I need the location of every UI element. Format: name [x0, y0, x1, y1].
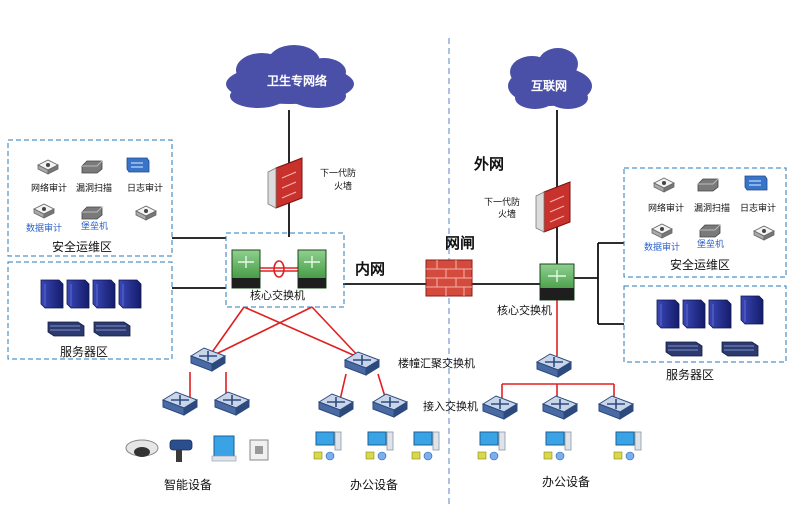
internet-cloud-label: 互联网	[531, 79, 568, 93]
smart-devices-label: 智能设备	[164, 478, 213, 492]
left-data-audit-label: 数据审计	[26, 224, 63, 234]
left-vuln-scan-label: 漏洞扫描	[76, 184, 113, 194]
extranet-label: 外网	[474, 155, 505, 173]
left-office-devices-label: 办公设备	[350, 478, 399, 492]
left-firewall-label-line1: 下一代防	[320, 169, 357, 179]
right-server-zone-title: 服务器区	[666, 368, 715, 382]
right-network-audit-label: 网络审计	[648, 204, 685, 214]
left-security-zone-title: 安全运维区	[52, 240, 113, 254]
right-bastion-host-label: 堡垒机	[697, 240, 725, 250]
gatekeeper-label: 网闸	[445, 234, 476, 252]
right-office-devices-label: 办公设备	[542, 475, 591, 489]
right-firewall-label-line2: 火墙	[498, 210, 517, 220]
right-log-audit-label: 日志审计	[740, 204, 777, 214]
left-network-audit-label: 网络审计	[31, 184, 68, 194]
access-switch-label: 接入交换机	[423, 400, 478, 413]
health-network-cloud-label: 卫生专网络	[267, 74, 328, 88]
right-data-audit-label: 数据审计	[644, 243, 681, 253]
right-firewall-label-line1: 下一代防	[484, 198, 521, 208]
left-bastion-host-label: 堡垒机	[81, 222, 109, 232]
right-vuln-scan-label: 漏洞扫描	[694, 204, 731, 214]
left-server-zone-title: 服务器区	[60, 345, 109, 359]
aggregation-switch-label: 楼幢汇聚交换机	[398, 357, 475, 370]
right-core-switch-label: 核心交换机	[497, 304, 552, 317]
right-security-zone-title: 安全运维区	[670, 258, 731, 272]
left-log-audit-label: 日志审计	[127, 184, 164, 194]
left-firewall-label-line2: 火墙	[334, 182, 353, 192]
left-core-switch-label: 核心交换机	[250, 289, 305, 302]
intranet-label: 内网	[355, 260, 386, 278]
